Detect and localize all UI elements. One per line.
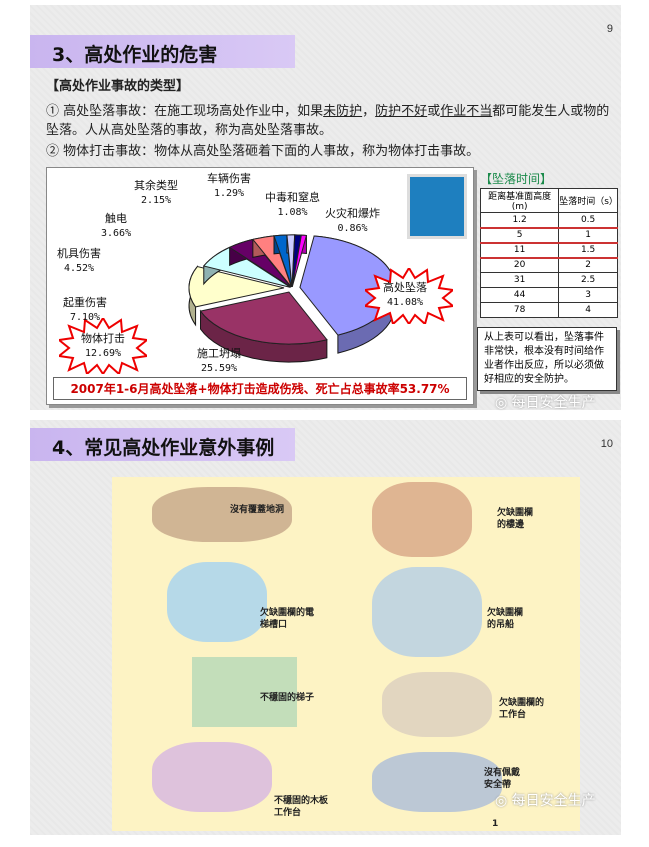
scene-plank	[152, 742, 272, 812]
scene-floor-edge	[372, 482, 472, 557]
pie-svg	[188, 234, 396, 363]
falling-worker-image	[407, 174, 467, 239]
watermark: ◎ 每日安全生产	[495, 793, 596, 809]
scene-gondola	[372, 567, 482, 657]
caption: 欠缺圍欄的吊船	[487, 608, 524, 630]
scene-ladder	[192, 657, 297, 727]
slide-10: 10 4、常见高处作业意外事例 沒有覆蓋地洞 欠缺圍欄的樓邊 欠缺圍欄的電梯槽口…	[30, 420, 621, 835]
item-object-strike: ② 物体打击事故：物体从高处坠落砸着下面的人事故，称为物体打击事故。	[46, 144, 480, 159]
caption: 欠缺圍欄的工作台	[499, 698, 545, 720]
starburst-icon	[365, 268, 453, 324]
slide-title: 4、常见高处作业意外事例	[30, 428, 295, 461]
page-number: 10	[600, 438, 613, 450]
scene-platform	[382, 672, 492, 737]
watermark: ◎ 每日安全生产	[495, 395, 596, 411]
caption: 不穩固的木板工作台	[274, 796, 329, 818]
scene-floor-hole	[152, 487, 292, 542]
fall-time-note: 从上表可以看出，坠落事件非常快，根本没有时间给作业者作出反应，所以必须做好相应的…	[477, 327, 617, 391]
pie-slice-3	[202, 247, 291, 288]
caption: 沒有佩戴安全帶	[484, 768, 521, 790]
item-fall-accident: ① 高处坠落事故：在施工现场高处作业中，如果未防护，防护不好或作业不当都可能发生…	[46, 104, 610, 138]
starburst-icon	[59, 318, 147, 374]
slide-9: 9 3、高处作业的危害 【高处作业事故的类型】 ① 高处坠落事故：在施工现场高处…	[30, 5, 621, 411]
pie-slice-1	[199, 291, 328, 345]
pie-slice-9	[291, 234, 308, 288]
page-number: 9	[606, 23, 613, 35]
section-heading: 【高处作业事故的类型】	[46, 79, 190, 94]
caption: 欠缺圍欄的樓邊	[497, 508, 534, 530]
fall-time-heading: 【坠落时间】	[480, 172, 553, 186]
scene-elevator	[167, 562, 267, 642]
illustration-page-number: 1	[492, 819, 499, 829]
slide-title: 3、高处作业的危害	[30, 35, 295, 68]
pie-slice-2	[188, 265, 285, 308]
scene-beam	[372, 752, 502, 812]
chart-footer: 2007年1-6月高处坠落+物体打击造成伤残、死亡占总事故率53.77%	[53, 377, 467, 400]
caption: 欠缺圍欄的電梯槽口	[260, 608, 315, 630]
caption: 不穩固的梯子	[260, 693, 315, 703]
caption: 沒有覆蓋地洞	[230, 505, 285, 515]
accident-illustration: 沒有覆蓋地洞 欠缺圍欄的樓邊 欠缺圍欄的電梯槽口 欠缺圍欄的吊船 不穩固的梯子 …	[112, 477, 580, 831]
